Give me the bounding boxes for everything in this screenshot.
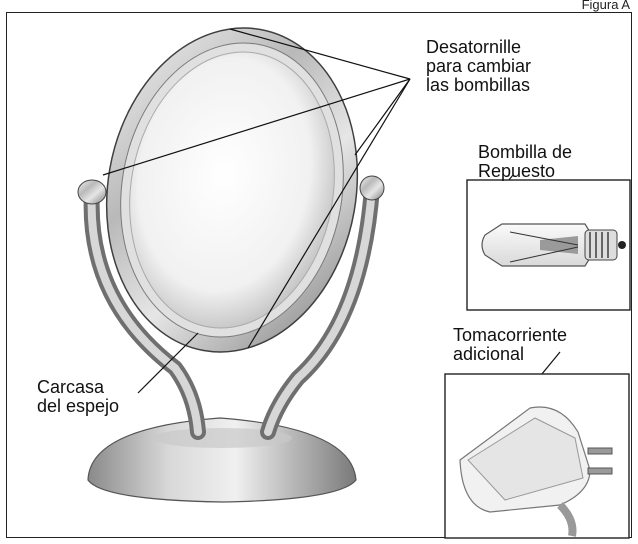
label-unscrew-2: para cambiar (426, 57, 531, 76)
label-unscrew-1: Desatornille (426, 38, 521, 57)
label-housing-1: Carcasa (37, 378, 104, 397)
replacement-bulb-panel (467, 180, 630, 310)
label-outlet-1: Tomacorriente (453, 326, 567, 345)
label-bulb-2: Repuesto (478, 162, 555, 181)
label-outlet-2: adicional (453, 345, 524, 364)
mirror-base (88, 418, 356, 502)
label-housing-2: del espejo (37, 397, 119, 416)
outlet-adapter-panel (445, 374, 629, 538)
label-unscrew-3: las bombillas (426, 76, 530, 95)
bulb-icon (482, 224, 626, 266)
label-bulb-1: Bombilla de (478, 143, 572, 162)
